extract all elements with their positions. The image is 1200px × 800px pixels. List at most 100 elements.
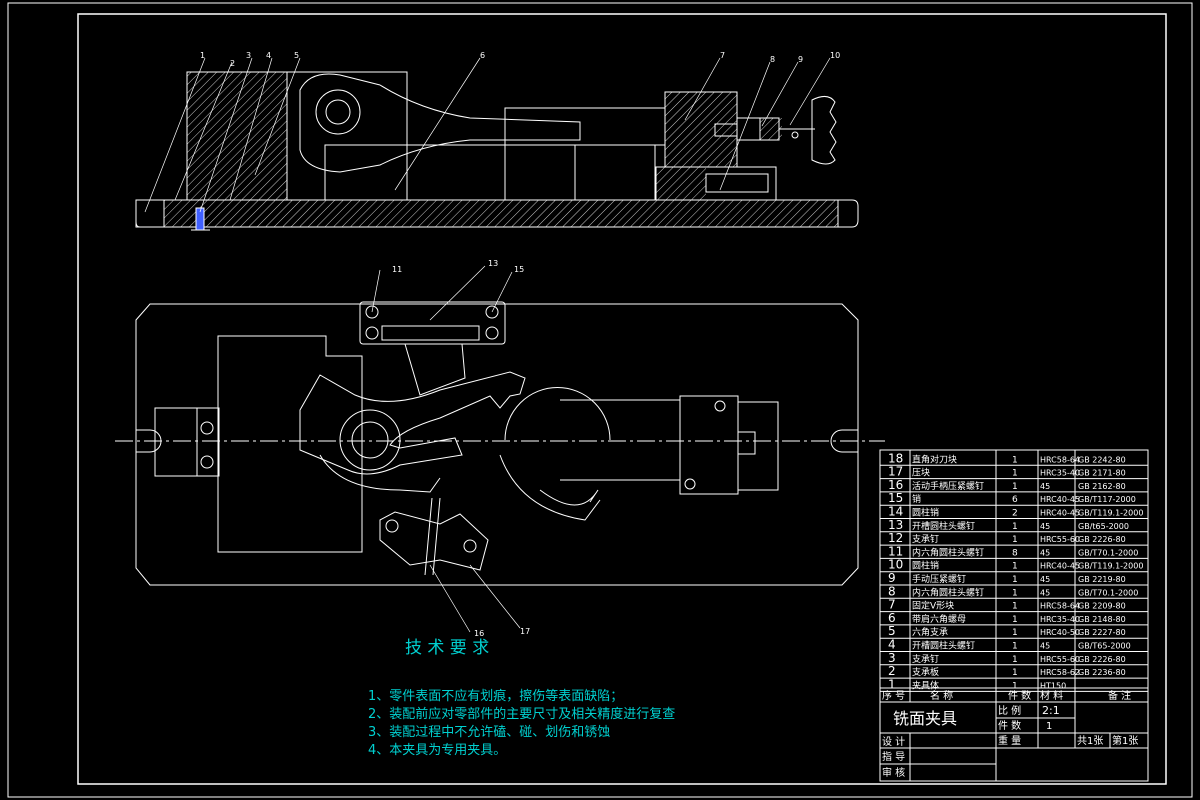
sheets-total: 共1张 (1077, 735, 1103, 747)
bom-cell-no: 6 (888, 611, 896, 625)
bom-cell-note: GB/T117-2000 (1078, 495, 1136, 504)
count-value: 1 (1046, 721, 1052, 732)
workpiece-rod (299, 73, 581, 173)
bom-cell-name: 带肩六角螺母 (912, 613, 966, 625)
title-block-text: 序 号 名 称 件 数 材 料 备 注 铣面夹具 比 例 2:1 件 数 1 重… (882, 689, 1138, 779)
bom-cell-note: GB/T70.1-2000 (1078, 548, 1138, 557)
callout-9: 9 (798, 55, 803, 64)
top-view (115, 265, 885, 633)
scale-label: 比 例 (998, 704, 1021, 717)
bom-cell-mat: HRC55-60 (1040, 655, 1080, 664)
callout-11: 11 (392, 265, 402, 274)
bom-cell-no: 4 (888, 638, 896, 652)
bom-cell-mat: HRC35-40 (1040, 469, 1080, 478)
bom-header-note: 备 注 (1108, 689, 1131, 702)
front-callouts: 1 2 3 4 5 6 7 8 9 10 (200, 51, 840, 68)
callout-6: 6 (480, 51, 485, 60)
bom-cell-note: GB 2226-80 (1078, 535, 1126, 544)
bom-cell-qty: 1 (1012, 455, 1018, 465)
drawing-title: 铣面夹具 (893, 709, 957, 728)
bom-cell-no: 17 (888, 465, 903, 479)
bom-cell-name: 六角支承 (912, 626, 948, 638)
callout-1: 1 (200, 51, 205, 60)
front-view (135, 57, 859, 231)
weight-label: 重 量 (998, 734, 1021, 747)
bom-cell-note: GB 2148-80 (1078, 615, 1126, 624)
bom-cell-mat: HRC55-60 (1040, 535, 1080, 544)
design-label: 设 计 (882, 735, 905, 748)
bom-cell-note: GB 2236-80 (1078, 668, 1126, 677)
bom-cell-no: 18 (888, 451, 903, 465)
scale-value: 2:1 (1042, 704, 1060, 717)
outer-frame (7, 2, 1193, 798)
bom-header-name: 名 称 (930, 689, 953, 702)
sheet-number: 第1张 (1112, 734, 1138, 747)
bom-cell-name: 支承钉 (912, 653, 939, 665)
bom-cell-qty: 1 (1012, 469, 1018, 479)
bom-cell-name: 支承钉 (912, 533, 939, 545)
bom-cell-qty: 1 (1012, 588, 1018, 598)
bom-cell-qty: 1 (1012, 602, 1018, 612)
requirement-2: 2、装配前应对零部件的主要尺寸及相关精度进行复查 (368, 707, 676, 722)
bom-cell-qty: 6 (1012, 495, 1018, 505)
callout-7: 7 (720, 51, 725, 60)
bom-cell-name: 开槽圆柱头螺钉 (912, 520, 975, 532)
base-outline (135, 303, 859, 586)
bom-cell-name: 圆柱销 (912, 507, 939, 519)
count-label: 件 数 (998, 719, 1021, 732)
bom-cell-qty: 2 (1012, 509, 1018, 519)
bom-cell-qty: 1 (1012, 562, 1018, 572)
requirement-4: 4、本夹具为专用夹具。 (368, 743, 507, 758)
bom-cell-note: GB 2226-80 (1078, 655, 1126, 664)
callout-13: 13 (488, 259, 498, 268)
bom-cell-name: 夹具体 (912, 679, 939, 691)
bom-cell-qty: 1 (1012, 681, 1018, 691)
top-workpiece (299, 371, 526, 475)
callout-4: 4 (266, 51, 271, 60)
bom-cell-no: 8 (888, 584, 896, 598)
bom-cell-name: 固定V形块 (912, 600, 954, 612)
bom-cell-mat: 45 (1040, 548, 1050, 557)
bom-cell-name: 手动压紧螺钉 (912, 573, 966, 585)
bom-cell-qty: 1 (1012, 522, 1018, 532)
bom-cell-name: 活动手柄压紧螺钉 (912, 480, 984, 492)
bom-cell-no: 5 (888, 624, 896, 638)
bom-cell-qty: 1 (1012, 482, 1018, 492)
bom-cell-mat: 45 (1040, 588, 1050, 597)
bom-cell-no: 12 (888, 531, 903, 545)
bom-cell-qty: 1 (1012, 655, 1018, 665)
callout-5: 5 (294, 51, 299, 60)
bom-cell-note: GB 2209-80 (1078, 602, 1126, 611)
callout-8: 8 (770, 55, 775, 64)
callout-2: 2 (230, 59, 235, 68)
bom-cell-no: 2 (888, 664, 896, 678)
bom-cell-mat: HRC58-64 (1040, 602, 1080, 611)
bom-cell-name: 销 (912, 493, 921, 505)
bom-cell-name: 支承板 (912, 666, 939, 678)
bom-header-mat: 材 料 (1040, 689, 1063, 702)
bom-cell-note: GB 2242-80 (1078, 455, 1126, 464)
bom-cell-mat: HRC40-45 (1040, 562, 1080, 571)
bom-cell-mat: 45 (1040, 642, 1050, 651)
bom-header-no: 序 号 (882, 689, 905, 702)
bom-cell-qty: 1 (1012, 628, 1018, 638)
bom-cell-no: 1 (888, 677, 896, 691)
bom-cell-mat: HRC40-45 (1040, 509, 1080, 518)
bom-cell-name: 直角对刀块 (912, 453, 957, 465)
bom-cell-name: 圆柱销 (912, 560, 939, 572)
bom-cell-mat: 45 (1040, 482, 1050, 491)
bom-cell-no: 9 (888, 571, 896, 585)
bom-cell-name: 开槽圆柱头螺钉 (912, 640, 975, 652)
bom-cell-qty: 1 (1012, 668, 1018, 678)
bom-cell-no: 15 (888, 491, 903, 505)
bom-cell-qty: 1 (1012, 642, 1018, 652)
bom-cell-note: GB/T119.1-2000 (1078, 509, 1143, 518)
bom-header-qty: 件 数 (1008, 689, 1031, 702)
title-block (879, 449, 1149, 782)
callout-16: 16 (474, 629, 484, 638)
requirements-title: 技 术 要 求 (405, 638, 490, 658)
front-leaders (144, 57, 831, 213)
bom-cell-mat: HRC40-45 (1040, 495, 1080, 504)
